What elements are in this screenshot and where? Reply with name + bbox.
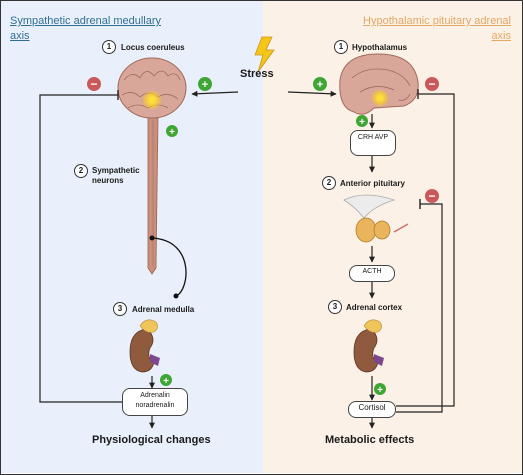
adrenal-cortex-icon	[353, 319, 384, 373]
stress-to-locus-arrow	[191, 90, 239, 97]
step-number: 2	[74, 164, 88, 178]
stress-to-hypothalamus-arrow	[287, 90, 337, 97]
plus-icon: +	[198, 77, 212, 91]
plus-icon: +	[166, 125, 178, 138]
sam-axis-title: Sympathetic adrenal medullary axis	[10, 15, 162, 42]
brain-spinal-cord-icon	[117, 57, 187, 275]
stress-label: Stress	[240, 68, 274, 80]
hpa-axis-title: Hypothalamic pituitary adrenal axis	[363, 15, 511, 42]
metabolic-effects-label: Metabolic effects	[325, 434, 415, 446]
adrenal-medulla-label: Adrenal medulla	[132, 305, 195, 314]
hypothalamus-label: Hypothalamus	[352, 43, 408, 52]
adrenalin-noradrenalin-box: Adrenalin noradrenalin	[122, 388, 188, 416]
plus-icon: +	[313, 77, 327, 91]
minus-icon: −	[425, 77, 439, 91]
svg-text:−: −	[428, 189, 435, 203]
plus-icon: +	[356, 115, 368, 128]
sam-feedback-line	[39, 94, 124, 403]
step-number: 3	[113, 302, 127, 316]
step-number: 2	[322, 176, 336, 190]
svg-text:+: +	[359, 117, 365, 128]
svg-text:+: +	[377, 385, 383, 396]
hypothalamus-brain-icon	[339, 53, 419, 115]
acth-box: ACTH	[349, 265, 395, 282]
svg-text:+: +	[163, 376, 169, 387]
adrenal-cortex-label: Adrenal cortex	[346, 303, 403, 312]
physiological-changes-label: Physiological changes	[92, 434, 211, 446]
pituitary-gland-icon	[343, 194, 409, 243]
svg-text:−: −	[90, 77, 97, 91]
crh-avp-box: CRH AVP	[350, 130, 396, 156]
hpa-feedback-hypothalamus-line	[396, 93, 455, 407]
lightning-icon	[254, 36, 275, 73]
minus-icon: −	[425, 189, 439, 203]
step-number: 1	[334, 40, 348, 54]
svg-text:+: +	[317, 79, 323, 91]
svg-text:+: +	[169, 127, 175, 138]
plus-icon: +	[374, 383, 386, 396]
hpa-feedback-pituitary-line	[396, 203, 443, 413]
cortisol-box: Cortisol	[348, 401, 396, 418]
sympathetic-neurons-label: Sympathetic neurons	[92, 166, 140, 185]
anterior-pituitary-label: Anterior pituitary	[340, 179, 405, 188]
svg-text:−: −	[428, 77, 435, 91]
plus-icon: +	[160, 374, 172, 387]
locus-coeruleus-label: Locus coeruleus	[121, 43, 185, 52]
step-number: 1	[102, 40, 116, 54]
sympathetic-neuron-path	[151, 237, 187, 297]
adrenal-medulla-icon	[129, 319, 160, 373]
minus-icon: −	[87, 77, 101, 91]
svg-text:+: +	[202, 79, 208, 91]
step-number: 3	[328, 300, 342, 314]
